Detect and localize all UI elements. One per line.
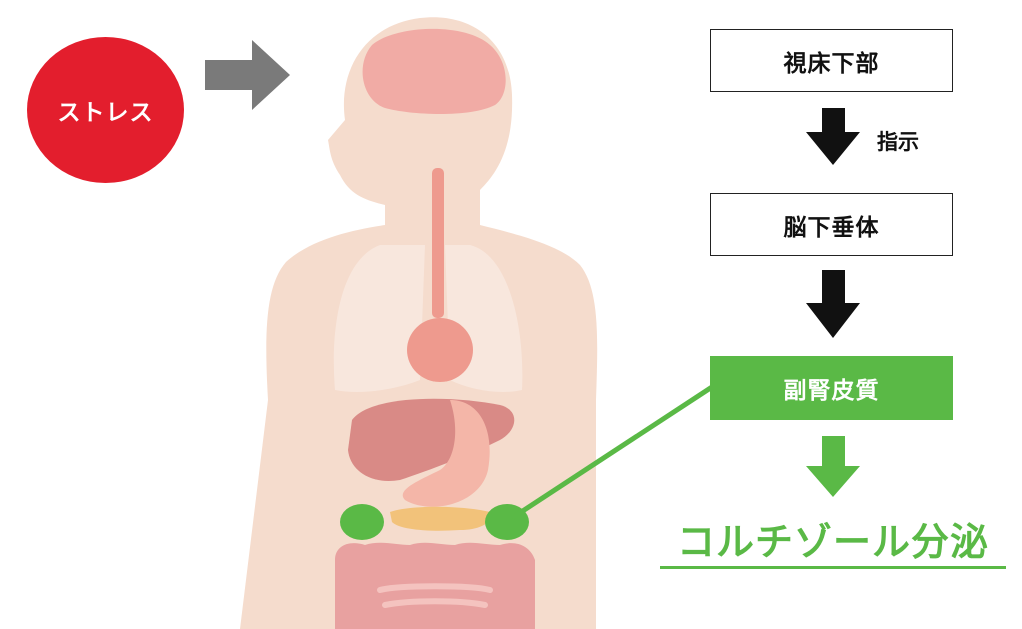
adrenal-cortex-label: 副腎皮質 bbox=[783, 378, 880, 404]
result-underline bbox=[660, 566, 1006, 569]
body-illustration bbox=[240, 17, 598, 629]
stomach bbox=[402, 400, 490, 507]
cortisol-secretion-title: コルチゾール分泌 bbox=[660, 508, 1006, 568]
adrenal-gland-left bbox=[340, 504, 384, 540]
pituitary-label: 脳下垂体 bbox=[783, 214, 880, 241]
lungs bbox=[333, 245, 523, 392]
down-arrow-icon bbox=[806, 270, 860, 338]
down-arrow-icon bbox=[806, 436, 860, 497]
adrenal-connector-line bbox=[510, 384, 714, 521]
hypothalamus-box: 視床下部 bbox=[710, 29, 953, 92]
pituitary-box: 脳下垂体 bbox=[710, 193, 953, 256]
down-arrow-icon bbox=[806, 108, 860, 165]
instruction-label: 指示 bbox=[877, 130, 919, 154]
stress-label: ストレス bbox=[57, 100, 154, 126]
stress-circle: ストレス bbox=[27, 37, 184, 183]
small-intestine bbox=[377, 583, 493, 608]
right-arrow-icon bbox=[205, 40, 290, 110]
adrenal-cortex-box: 副腎皮質 bbox=[710, 356, 953, 420]
brain bbox=[362, 28, 506, 115]
esophagus bbox=[432, 168, 444, 318]
cortisol-secretion-label: コルチゾール分泌 bbox=[676, 519, 989, 564]
pancreas bbox=[390, 506, 491, 531]
heart bbox=[407, 318, 473, 382]
hypothalamus-label: 視床下部 bbox=[783, 50, 880, 77]
